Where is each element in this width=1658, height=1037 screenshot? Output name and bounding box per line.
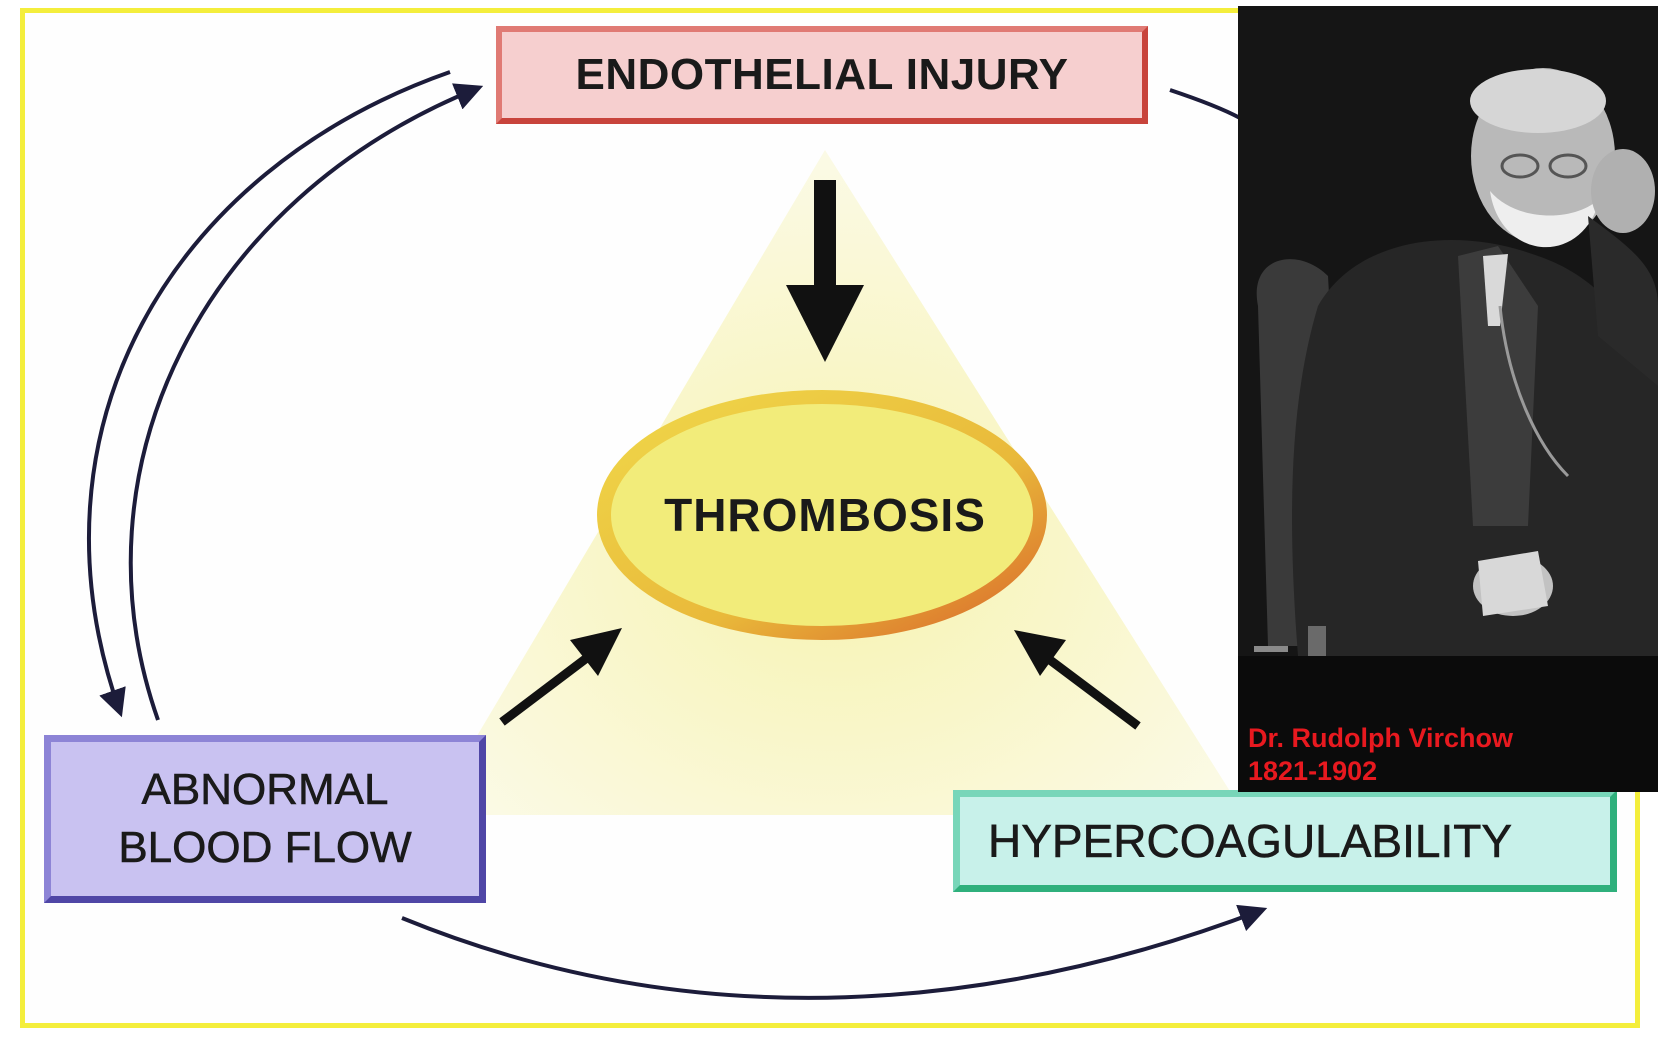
caption-name: Dr. Rudolph Virchow [1248, 722, 1648, 755]
portrait-image [1238, 6, 1658, 792]
node-abnormal-blood-flow: ABNORMAL BLOOD FLOW [44, 735, 486, 903]
curve-endothelial-to-abnormal [89, 72, 450, 712]
node-thrombosis-label: THROMBOSIS [664, 488, 986, 542]
node-hypercoagulability: HYPERCOAGULABILITY [953, 790, 1617, 892]
node-endothelial-injury-label: ENDOTHELIAL INJURY [575, 50, 1068, 100]
node-hypercoagulability-label: HYPERCOAGULABILITY [988, 814, 1512, 868]
node-abnormal-line2: BLOOD FLOW [118, 819, 411, 877]
virchow-portrait [1238, 6, 1658, 792]
portrait-caption: Dr. Rudolph Virchow 1821-1902 [1248, 722, 1648, 788]
node-abnormal-line1: ABNORMAL [118, 761, 411, 819]
curve-endothelial-right [1170, 90, 1240, 118]
curve-abnormal-to-endothelial [131, 88, 478, 720]
curve-abnormal-to-hyper [402, 910, 1262, 998]
node-thrombosis: THROMBOSIS [610, 480, 1040, 550]
node-endothelial-injury: ENDOTHELIAL INJURY [496, 26, 1148, 124]
caption-years: 1821-1902 [1248, 755, 1648, 788]
